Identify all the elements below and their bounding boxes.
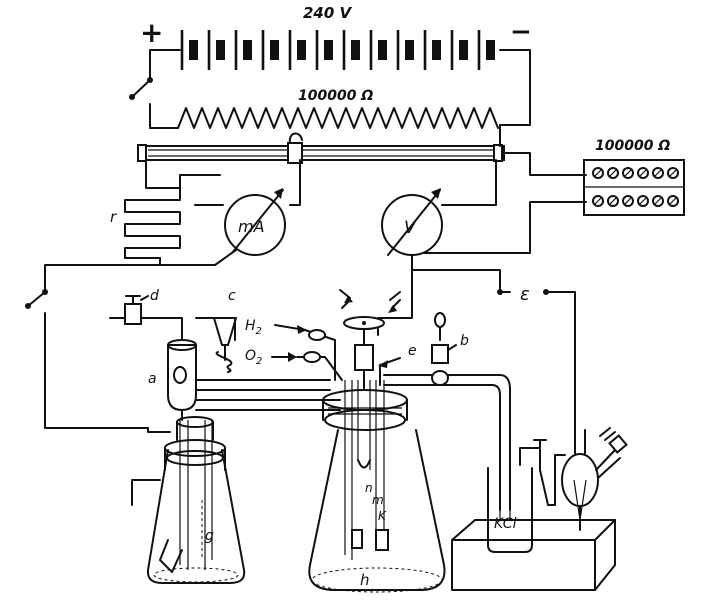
stopcock-d[interactable]: d	[124, 288, 159, 325]
kcl-bridge: KCl	[451, 439, 616, 591]
battery-cell-short-plate	[297, 40, 306, 60]
d-label: d	[150, 288, 159, 304]
kcl-label: KCl	[494, 516, 517, 532]
n-label: n	[365, 481, 373, 495]
plus-terminal-label: +	[140, 16, 163, 49]
main-switch	[131, 79, 151, 98]
stirrer[interactable]	[339, 289, 401, 391]
battery-voltage-label: 240 V	[303, 4, 353, 22]
rheostat-resistor	[177, 107, 499, 129]
k-label: K	[378, 509, 387, 523]
battery-cell-short-plate	[459, 40, 468, 60]
battery-cell-short-plate	[243, 40, 252, 60]
h-label: h	[360, 571, 370, 589]
battery-cell-short-plate	[216, 40, 225, 60]
battery-cell-short-plate	[324, 40, 333, 60]
rheostat-resistance-label: 100000 Ω	[298, 88, 373, 104]
m-label: m	[372, 493, 384, 507]
battery-cell-short-plate	[270, 40, 279, 60]
b-label: b	[460, 333, 469, 349]
milliammeter: mA	[194, 159, 301, 266]
h2-inlet: H2	[245, 318, 336, 381]
battery-cell-short-plate	[432, 40, 441, 60]
left-electrode-flask: g	[131, 416, 246, 584]
battery-cell-short-plate	[189, 40, 198, 60]
rheostat-r-label: r	[110, 208, 117, 226]
slide-wire	[137, 132, 505, 164]
milliammeter-label: mA	[238, 217, 265, 236]
c-label: c	[228, 288, 236, 304]
battery-cell-short-plate	[378, 40, 387, 60]
resistance-box: 100000 Ω	[583, 138, 685, 216]
h2-label: H2	[245, 318, 262, 337]
battery: 240 V + −	[140, 4, 532, 70]
emf-label: ε	[520, 284, 530, 305]
slider-contact[interactable]	[287, 142, 303, 164]
o2-label: O2	[245, 348, 262, 367]
resistance-box-label: 100000 Ω	[595, 138, 670, 154]
o2-inlet: O2	[245, 348, 343, 381]
cell-switch	[27, 291, 46, 307]
left-lead-wire	[149, 49, 161, 81]
stopcock-b[interactable]: b	[431, 312, 469, 386]
battery-cell-short-plate	[405, 40, 414, 60]
minus-terminal-label: −	[510, 17, 532, 47]
central-electrode-flask: h n m K	[308, 380, 446, 593]
bubbler-a: a	[109, 317, 236, 421]
battery-cell-short-plate	[351, 40, 360, 60]
reference-electrode	[561, 427, 628, 531]
e-inlet: e	[378, 343, 417, 386]
comb-rheostat	[124, 159, 181, 259]
funnel-c: c	[213, 288, 237, 373]
e-label: e	[408, 343, 417, 359]
battery-cell-short-plate	[486, 40, 495, 60]
a-label: a	[148, 371, 157, 387]
voltmeter: V	[381, 159, 497, 256]
g-label: g	[205, 528, 214, 544]
